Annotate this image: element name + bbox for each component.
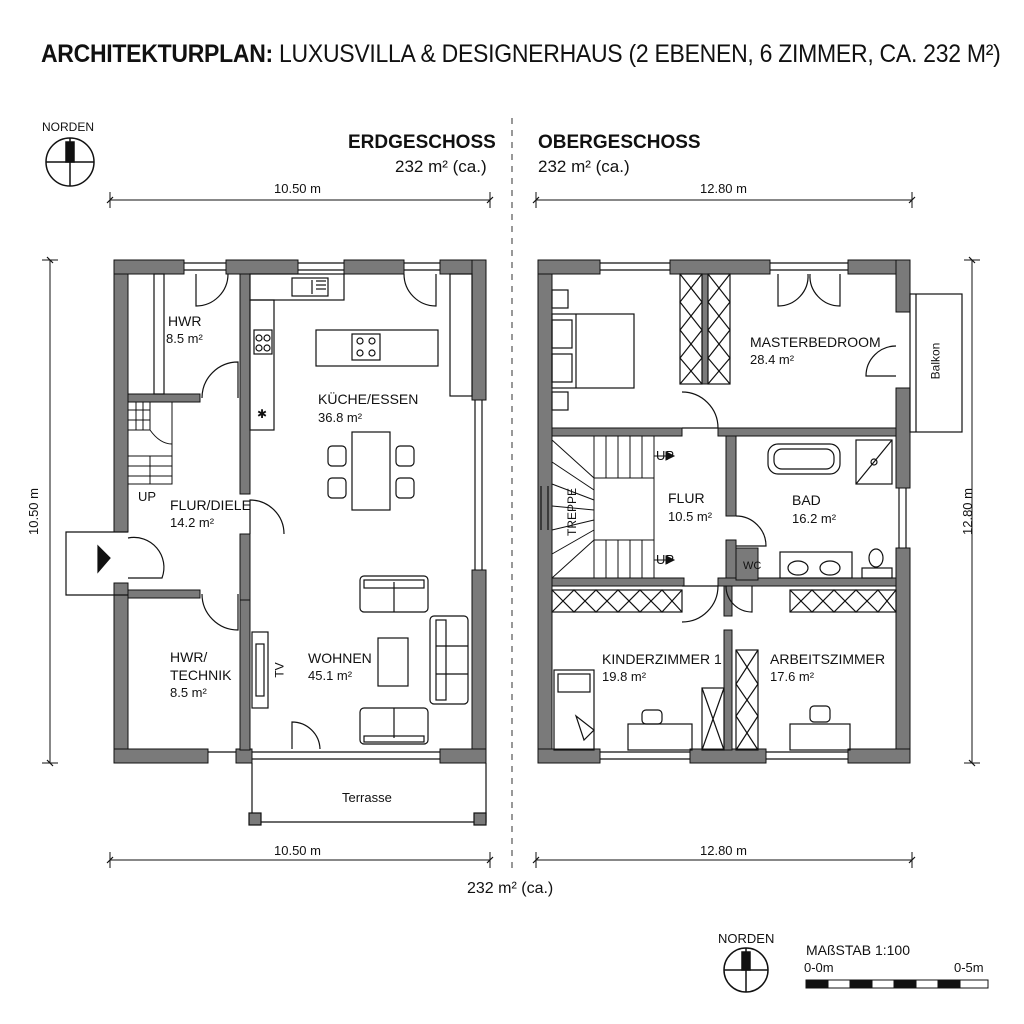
room-hwr-area: 8.5 m²: [166, 331, 203, 346]
north-arrow-bottom-icon: [723, 947, 769, 993]
plan-title-bold: ARCHITEKTURPLAN:: [40, 40, 273, 68]
upper-floor-walls: [537, 259, 911, 764]
ground-stair: [127, 401, 173, 485]
ground-stair-up: UP: [138, 489, 157, 504]
plan-title: ARCHITEKTURPLAN: LUXUSVILLA & DESIGNERHA…: [40, 40, 1001, 69]
ground-floor-walls: [113, 259, 487, 764]
room-hwr-technik-area: 8.5 m²: [170, 685, 207, 700]
tv-label: TV: [272, 662, 287, 678]
ground-floor-plan: ✱: [65, 259, 487, 826]
room-bad-name: BAD: [792, 492, 821, 508]
room-flur-area: 14.2 m²: [170, 515, 215, 530]
room-kueche-name: KÜCHE/ESSEN: [318, 391, 419, 407]
scale-bar: [805, 979, 989, 989]
room-bad-area: 16.2 m²: [792, 511, 837, 526]
plan-title-rest: LUXUSVILLA & DESIGNERHAUS (2 EBENEN, 6 Z…: [272, 40, 1001, 68]
wc-label: WC: [743, 560, 762, 572]
room-wohnen-area: 45.1 m²: [308, 668, 353, 683]
room-master-area: 28.4 m²: [750, 352, 795, 367]
room-upper-flur-area: 10.5 m²: [668, 509, 713, 524]
ground-dim-left: 10.50 m: [25, 488, 41, 535]
dimension-lines: [42, 192, 980, 868]
total-area: 232 m² (ca.): [467, 880, 554, 897]
svg-text:✱: ✱: [257, 407, 267, 421]
room-hwr-name: HWR: [168, 313, 202, 329]
upper-stair: [551, 436, 676, 579]
scale-start: 0-0m: [804, 960, 834, 975]
ground-floor-area: 232 m² (ca.): [395, 157, 487, 176]
upper-floor-title: OBERGESCHOSS: [538, 132, 701, 153]
room-master-name: MASTERBEDROOM: [750, 334, 881, 350]
room-hwr-technik-name: HWR/: [170, 649, 208, 665]
upper-dim-bottom: 12.80 m: [700, 843, 747, 858]
scale-end: 0-5m: [954, 960, 984, 975]
room-upper-flur-name: FLUR: [668, 490, 705, 506]
room-kinder-area: 19.8 m²: [602, 669, 647, 684]
upper-floor-area: 232 m² (ca.): [538, 157, 630, 176]
upper-stair-up-2: UP: [656, 552, 675, 567]
north-label-bottom: NORDEN: [718, 931, 775, 946]
upper-dim-top: 12.80 m: [700, 181, 747, 196]
entrance-arrow-icon: [97, 544, 111, 574]
scale-label: MAßSTAB 1:100: [806, 942, 911, 958]
room-wohnen-name: WOHNEN: [308, 650, 372, 666]
upper-stair-up-1: UP: [656, 448, 675, 463]
ground-dim-bottom: 10.50 m: [274, 843, 321, 858]
room-arbeit-area: 17.6 m²: [770, 669, 815, 684]
room-flur-name: FLUR/DIELE: [170, 497, 251, 513]
north-label: NORDEN: [42, 120, 95, 134]
upper-floor-plan: [537, 259, 963, 764]
upper-dim-right: 12.80 m: [959, 488, 975, 535]
room-kueche-area: 36.8 m²: [318, 410, 363, 425]
ground-floor-title: ERDGESCHOSS: [348, 132, 496, 153]
room-hwr-technik-name2: TECHNIK: [170, 667, 232, 683]
room-kinder-name: KINDERZIMMER 1: [602, 651, 722, 667]
balkon-label: Balkon: [928, 342, 943, 380]
ground-dim-top: 10.50 m: [274, 181, 321, 196]
treppe-label: TREPPE: [565, 487, 580, 537]
terrace-label: Terrasse: [342, 790, 392, 805]
north-arrow-icon: [45, 137, 95, 187]
room-arbeit-name: ARBEITSZIMMER: [770, 651, 886, 667]
